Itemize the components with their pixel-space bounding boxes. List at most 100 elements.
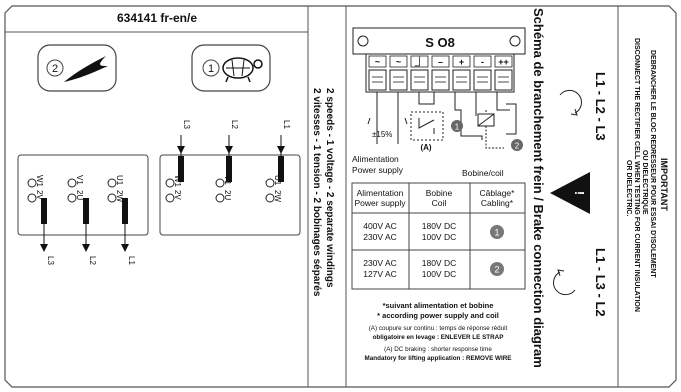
rectifier-sign-4: –: [438, 57, 443, 67]
hs-terminal-bottom-3: [107, 193, 117, 203]
ls-terminal-bottom-label-3: 2W: [273, 190, 282, 202]
hs-terminal-bottom-label-3: 2W: [115, 190, 124, 202]
note-6: Mandatory for lifting application : REMO…: [365, 355, 512, 362]
rectifier-screw-terminal-6: [473, 69, 492, 91]
high-speed-number-circle: [46, 59, 64, 77]
hs-terminal-bottom-label-1: 2V: [35, 190, 44, 200]
ls-line-label-l3: L3: [182, 120, 191, 129]
strap-loop: [418, 92, 435, 105]
ls-arrow-1: [177, 146, 185, 154]
strap-tag: (A): [420, 143, 431, 152]
hs-link-bar-3: [122, 198, 128, 224]
row1-coil-1: 180V DC: [422, 221, 457, 231]
rectifier-model: S O8: [425, 35, 455, 50]
hs-link-bar-1: [41, 198, 47, 224]
rectifier-screw-terminal-1: [368, 69, 387, 91]
cabling-badge-1-label: 1: [455, 123, 460, 132]
note-1: *suivant alimentation et bobine: [383, 301, 494, 310]
rectifier-screw-terminal-4: [431, 69, 450, 91]
row2-coil-2: 100V DC: [422, 269, 457, 279]
hs-arrow-3: [121, 244, 129, 252]
rectifier-sign-5: +: [459, 57, 464, 67]
table-header-supply-en: Power supply: [354, 198, 406, 208]
supply-label-en: Power supply: [352, 165, 404, 175]
ls-link-bar-2: [226, 156, 232, 182]
cabling-badge-2-label: 2: [515, 142, 520, 151]
table-header-supply-fr: Alimentation: [357, 188, 404, 198]
row2-supply-1: 230V AC: [363, 258, 397, 268]
hs-terminal-bottom-label-2: 2U: [75, 190, 84, 200]
warning-triangle-icon: [550, 172, 590, 214]
rectifier-sign-cell-3: [410, 55, 429, 68]
supply-tolerance: ±15%: [372, 130, 392, 139]
rotation-clockwise-icon: [559, 89, 582, 116]
rectifier-screw-terminal-7: [494, 69, 513, 91]
row2-cabling-badge: [490, 262, 504, 276]
coil-symbol-diagonal: [477, 113, 495, 127]
ls-link-bar-1: [178, 156, 184, 182]
rotation-top-label: L1 - L2 - L3: [593, 72, 608, 141]
supply-wires: [376, 92, 399, 144]
ls-link-bar-3: [278, 156, 284, 182]
ls-terminal-bottom-2: [215, 193, 225, 203]
rectifier-screw-terminal-2: [389, 69, 408, 91]
rectifier-sign-cell-6: [473, 55, 492, 68]
ls-terminal-top-3: [265, 178, 275, 188]
rectifier-screw-terminal-3: [410, 69, 429, 91]
ls-terminal-bottom-1: [165, 193, 175, 203]
rectifier-sign-2: ~: [396, 57, 401, 67]
coil-label: Bobine/coil: [462, 168, 504, 178]
row1-cabling-label: 1: [494, 228, 499, 238]
voltage-table: [351, 182, 526, 290]
rectifier-terminals: ~ ~ ⏌ – + - ++: [368, 55, 513, 91]
rectifier-sign-3: ⏌: [414, 56, 424, 67]
rectifier-sign-1: ~: [375, 57, 380, 67]
hs-terminal-top-3: [107, 178, 117, 188]
ls-terminal-bottom-3: [265, 193, 275, 203]
rotation-counterclockwise-icon: [553, 269, 576, 296]
cabling-badge-2: [511, 139, 523, 151]
table-header-coil-fr: Bobine: [426, 188, 453, 198]
low-speed-number-circle: [202, 59, 220, 77]
hs-line-label-l3: L3: [46, 256, 55, 265]
rectifier-mount-hole-right: [509, 35, 521, 47]
warning-line-2: OU DIELECTRIQUE: [641, 150, 648, 215]
supply-tick-marks: [367, 117, 408, 125]
note-4: obligatoire en levage : ENLEVER LE STRAP: [373, 334, 504, 341]
high-speed-number: 2: [52, 63, 58, 75]
document-reference: 634141 fr-en/e: [117, 11, 197, 25]
rectifier-sign-cell-4: [431, 55, 450, 68]
note-5: (A) DC braking : shorter response time: [384, 346, 492, 353]
ls-terminal-top-2: [215, 178, 225, 188]
hs-terminal-top-label-2: V1: [75, 175, 84, 185]
brake-diagram-title: Schéma de branchement frein / Brake conn…: [531, 8, 546, 368]
warning-line-3: DISCONNECT THE RECTIFIER CELL WHEN TESTI…: [633, 38, 640, 312]
coil-wires: [454, 92, 510, 140]
brake-disc-symbol: [506, 103, 517, 135]
table-header-coil-en: Coil: [432, 198, 447, 208]
hs-link-bar-2: [83, 198, 89, 224]
outer-border: [4, 5, 677, 388]
rectifier-screw-terminal-5: [452, 69, 471, 91]
ls-terminal-bottom-label-2: 2U: [223, 190, 232, 200]
warning-line-4: OR DIELECTRIC.: [625, 160, 632, 216]
windings-text-fr: 2 vitesses - 1 tension - 2 bobinages sép…: [311, 88, 322, 297]
row1-supply-1: 400V AC: [363, 221, 397, 231]
coil-dashed-link: [485, 110, 504, 149]
rectifier-sign-7: ++: [498, 57, 509, 67]
ls-line-label-l1: L1: [282, 120, 291, 129]
hs-terminal-bottom-1: [27, 193, 37, 203]
high-speed-symbol-box: [37, 44, 117, 92]
hs-arrow-1: [40, 244, 48, 252]
slow-turtle-icon: [222, 57, 263, 83]
warning-title: IMPORTANT: [659, 158, 669, 211]
hs-terminal-bottom-2: [67, 193, 77, 203]
ls-arrow-2: [225, 146, 233, 154]
rectifier-sign-6: -: [481, 57, 484, 67]
rectifier-sign-cell-5: [452, 55, 471, 68]
cabling-badge-1: [451, 120, 463, 132]
